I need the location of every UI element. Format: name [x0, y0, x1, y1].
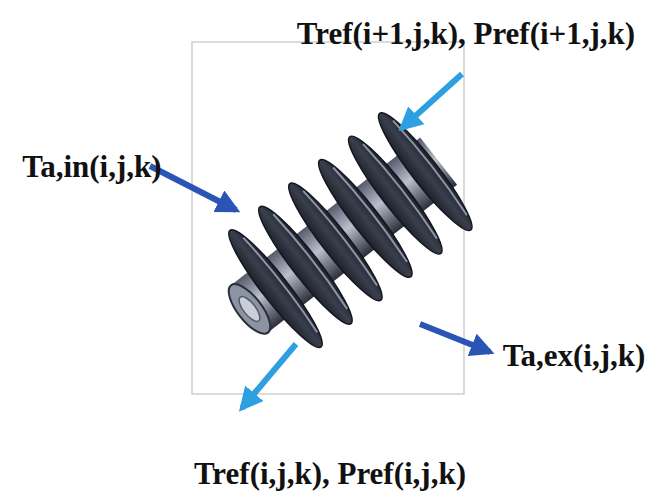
refrigerant-outlet-arrow: [242, 344, 296, 408]
air-inlet-arrow: [150, 166, 236, 210]
refrigerant-inlet-label: Tref(i+1,j,k), Pref(i+1,j,k): [297, 17, 635, 51]
air-inlet-label: Ta,in(i,j,k): [22, 150, 161, 184]
air-outlet-arrow: [420, 324, 490, 352]
refrigerant-outlet-label: Tref(i,j,k), Pref(i,j,k): [194, 457, 466, 491]
control-volume: [192, 42, 464, 394]
air-outlet-label: Ta,ex(i,j,k): [503, 339, 646, 373]
refrigerant-inlet-arrow: [402, 74, 462, 128]
